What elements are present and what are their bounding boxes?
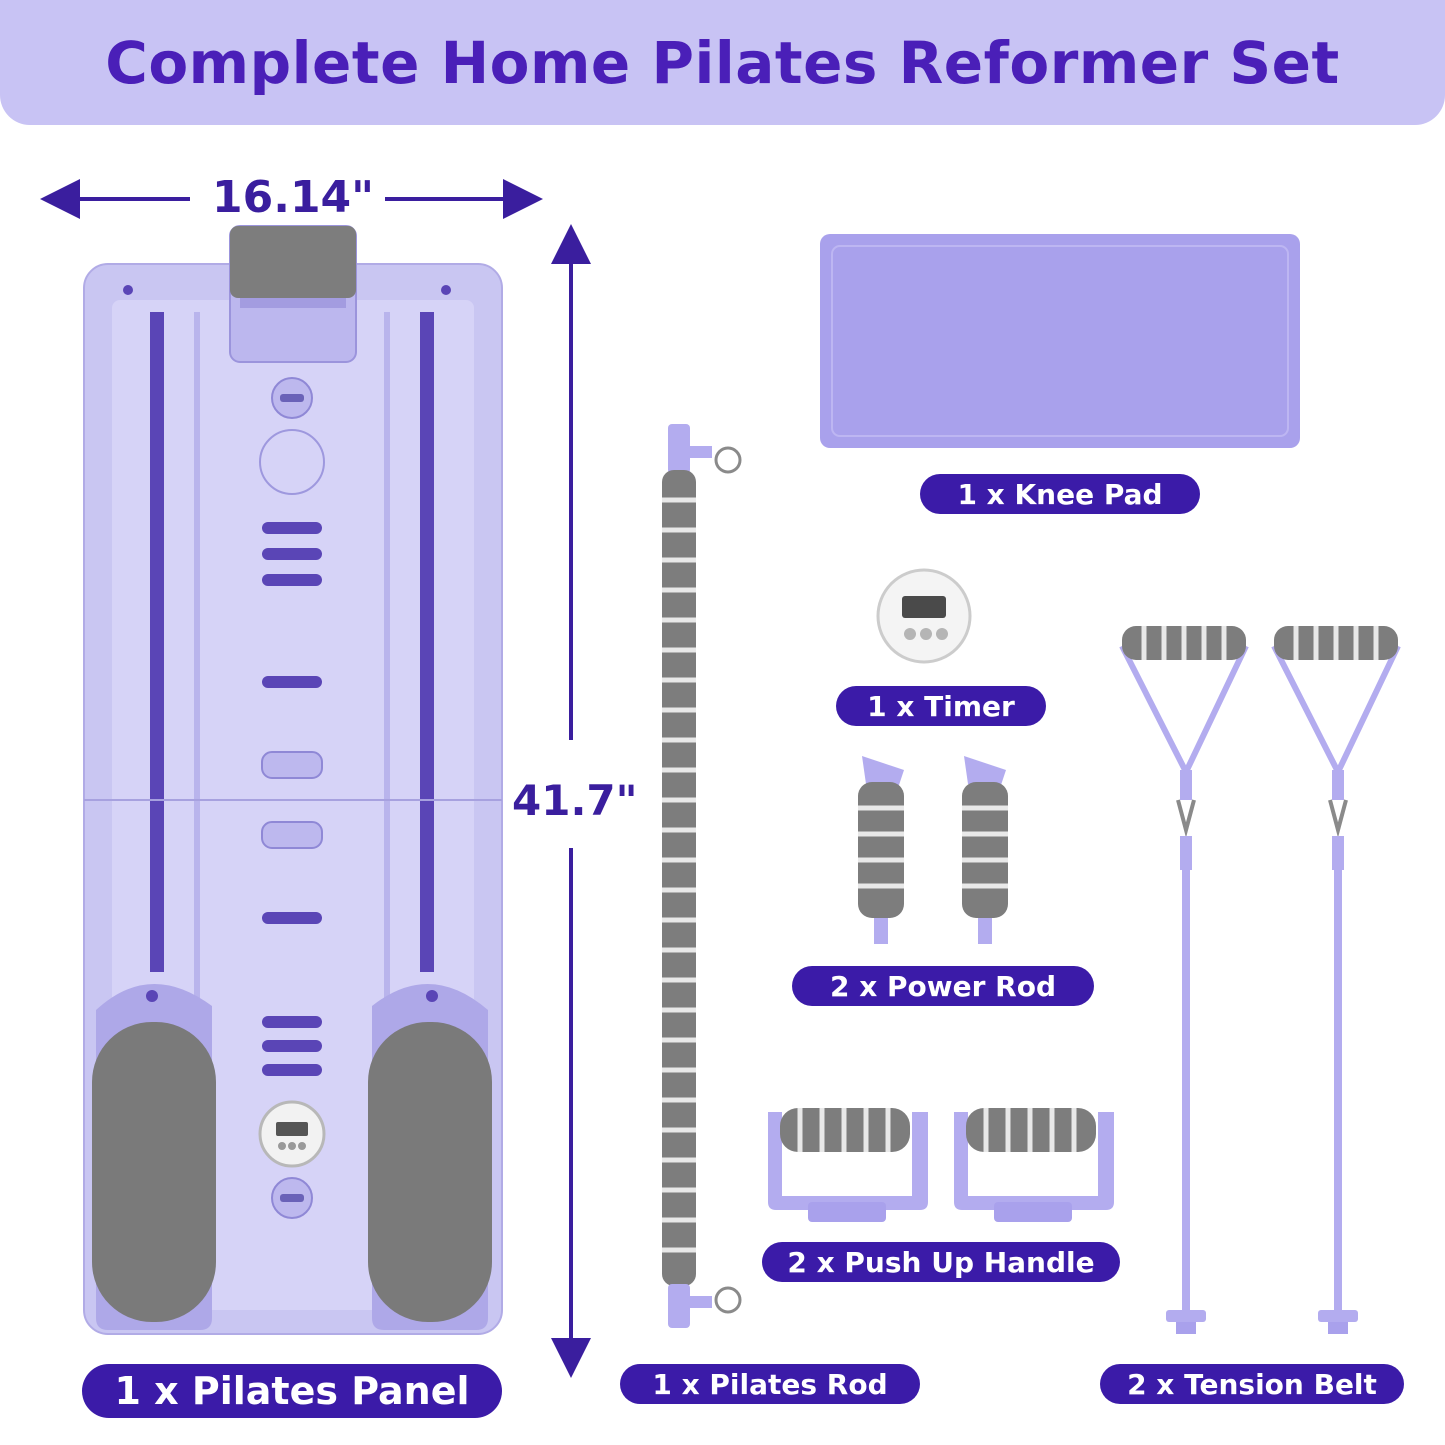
knee-pad-image [820, 234, 1300, 448]
pilates-panel-label: 1 x Pilates Panel [82, 1364, 502, 1418]
timer-image [876, 568, 972, 664]
width-dimension-label: 16.14" [212, 172, 375, 223]
push-up-handle-image [768, 1108, 1114, 1222]
pilates-panel-image [83, 225, 503, 1335]
pilates-rod-image [662, 424, 742, 1328]
power-rod-label: 2 x Power Rod [792, 966, 1094, 1006]
tension-belt-label: 2 x Tension Belt [1100, 1364, 1404, 1404]
timer-label: 1 x Timer [836, 686, 1046, 726]
power-rod-image [858, 756, 1008, 944]
page-title: Complete Home Pilates Reformer Set [105, 28, 1340, 97]
push-up-handle-label: 2 x Push Up Handle [762, 1242, 1120, 1282]
knee-pad-label: 1 x Knee Pad [920, 474, 1200, 514]
height-dimension-label: 41.7" [512, 776, 638, 825]
tension-belt-image [1119, 626, 1401, 1334]
pilates-rod-label: 1 x Pilates Rod [620, 1364, 920, 1404]
title-banner: Complete Home Pilates Reformer Set [0, 0, 1445, 125]
